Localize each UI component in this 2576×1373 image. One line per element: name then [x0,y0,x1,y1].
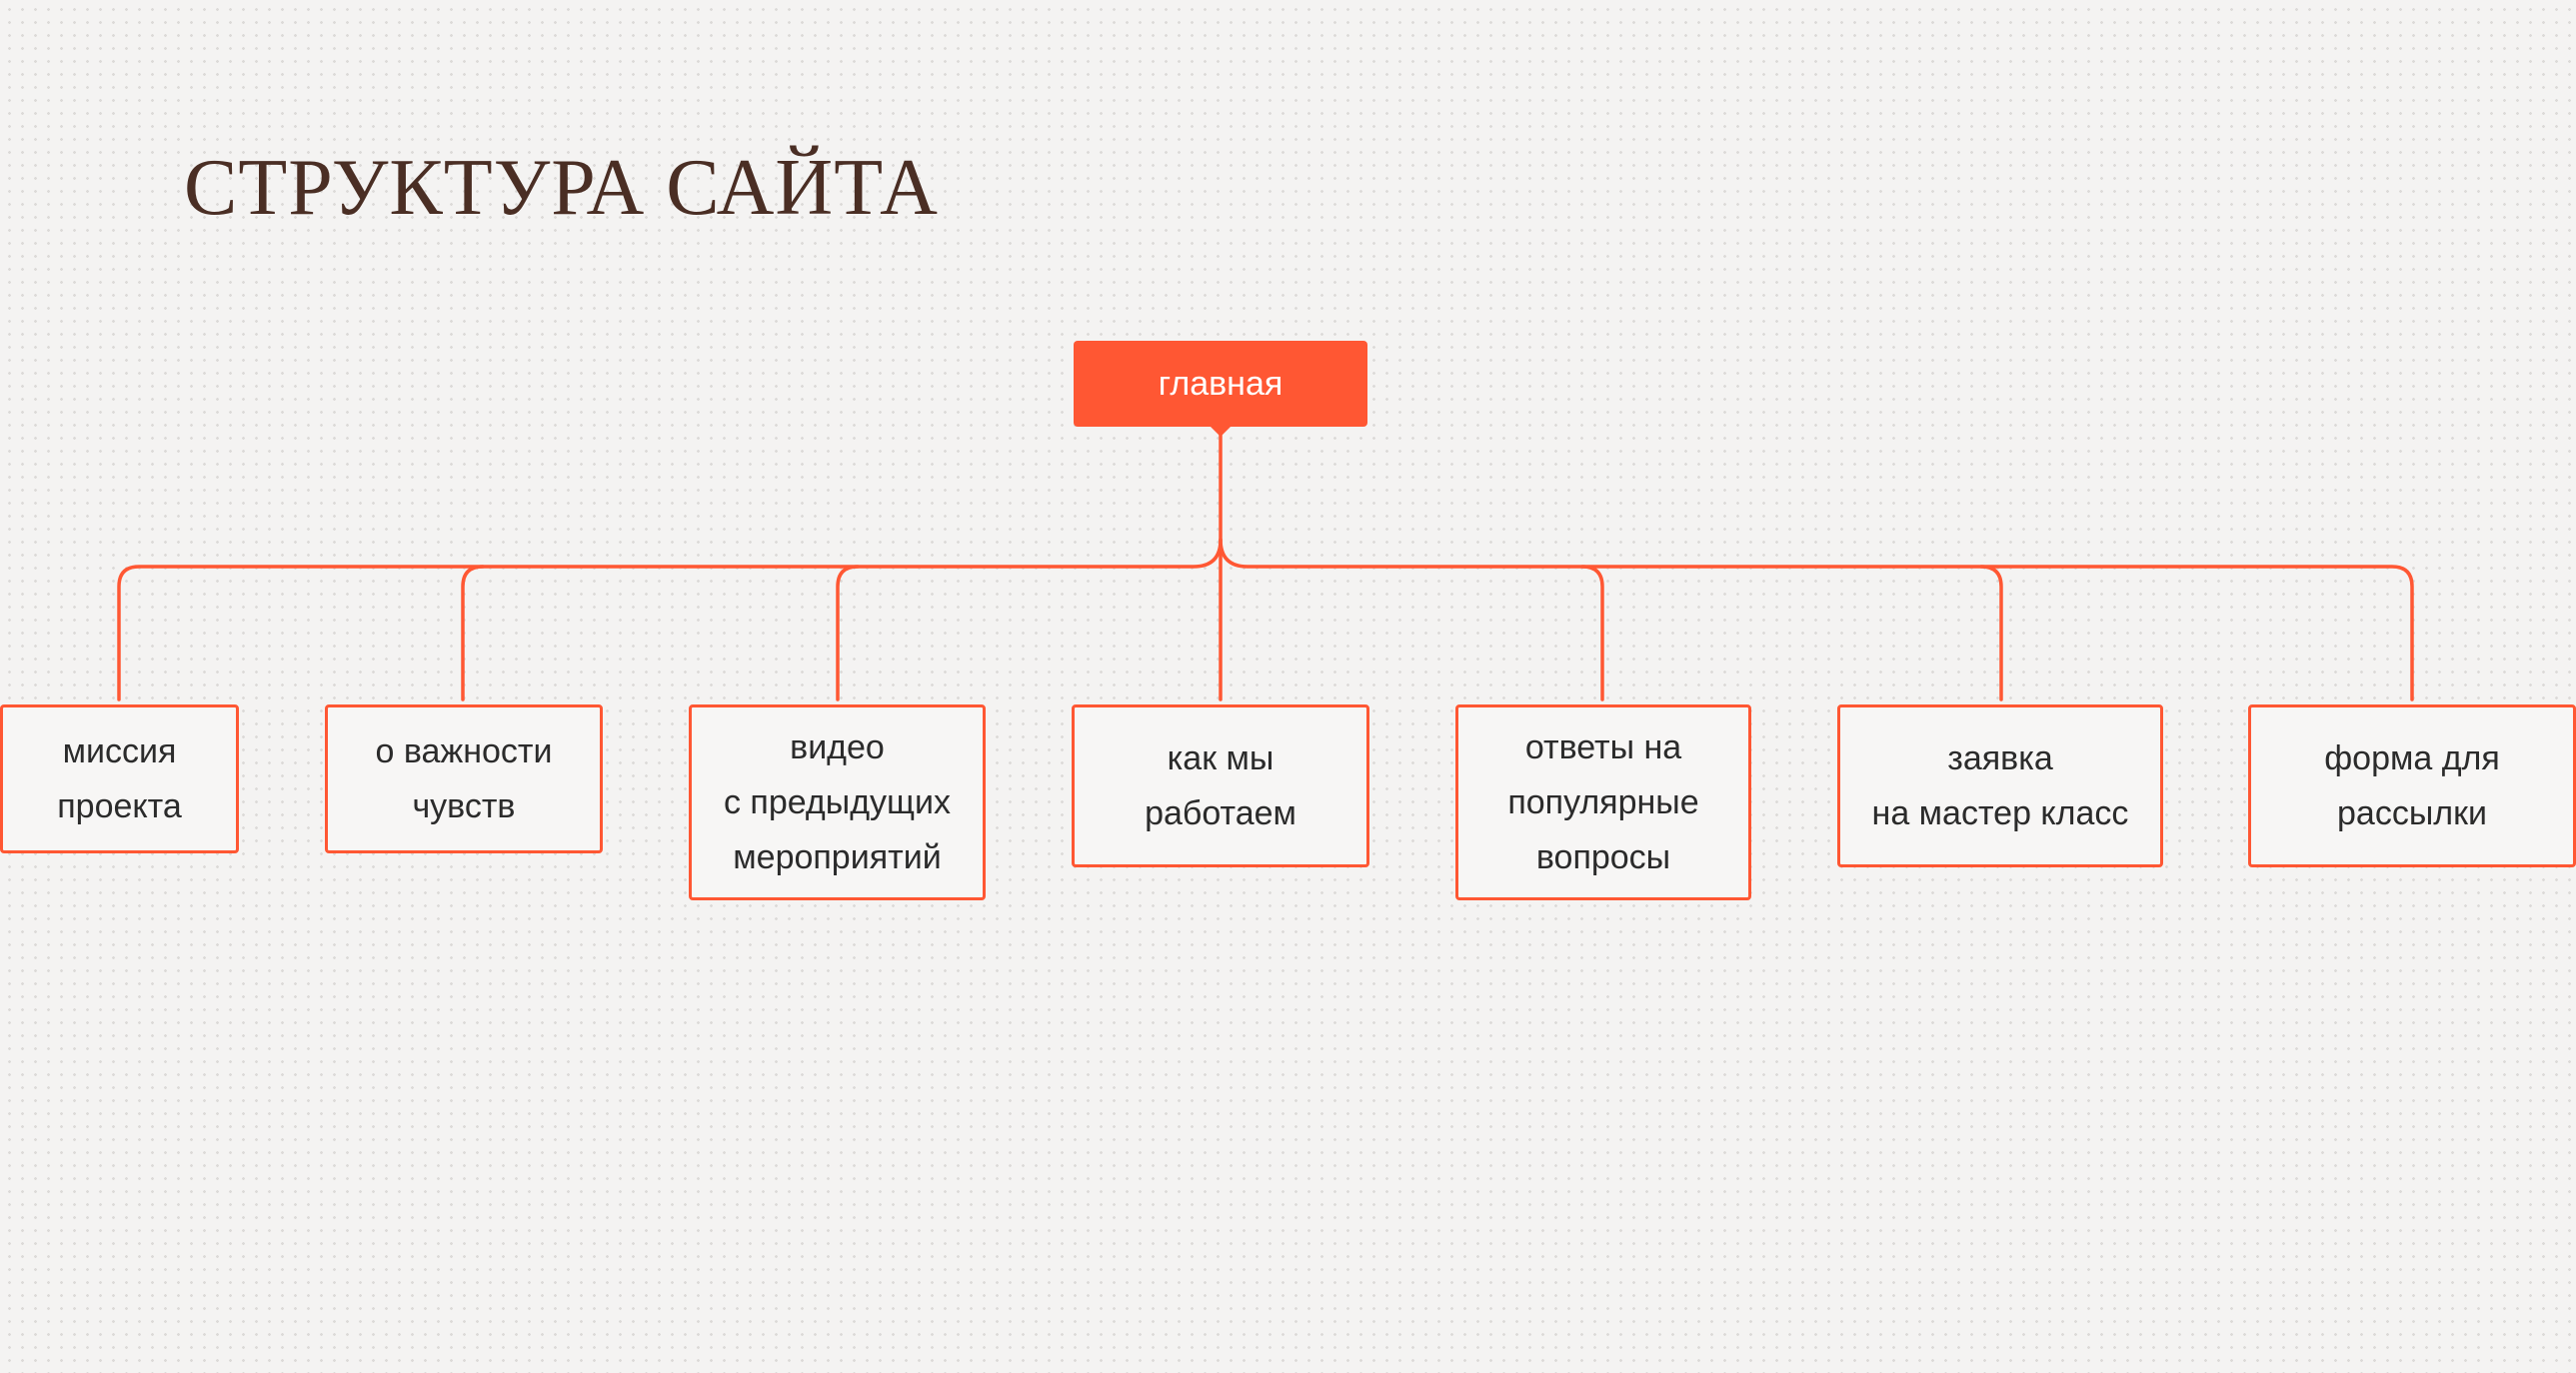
root-node-pointer [1210,426,1232,437]
connector-child-2 [461,565,485,701]
node-mission[interactable]: миссия проекта [0,704,239,853]
node-mission-label: миссия проекта [57,731,182,825]
node-faq-label: ответы на популярные вопросы [1507,727,1699,876]
node-masterclass-request-label: заявка на мастер класс [1871,738,2129,832]
connector-child-3 [836,565,860,701]
connector-child-1 [117,538,1223,701]
node-masterclass-request[interactable]: заявка на мастер класс [1837,704,2163,867]
node-importance-of-feelings[interactable]: о важности чувств [325,704,603,853]
connector-child-6 [1979,565,2003,701]
node-how-we-work[interactable]: как мы работаем [1072,704,1369,867]
connector-child-7 [1219,538,2414,701]
node-how-we-work-label: как мы работаем [1145,738,1296,832]
root-node-label: главная [1158,364,1284,403]
node-newsletter-form[interactable]: форма для рассылки [2248,704,2576,867]
node-past-events-video-label: видео с предыдущих мероприятий [723,727,951,876]
node-past-events-video[interactable]: видео с предыдущих мероприятий [689,704,986,900]
node-newsletter-form-label: форма для рассылки [2324,738,2500,832]
node-importance-of-feelings-label: о важности чувств [375,731,553,825]
node-faq[interactable]: ответы на популярные вопросы [1455,704,1751,900]
root-node-main[interactable]: главная [1074,341,1367,427]
connector-child-5 [1580,565,1604,701]
page-title: СТРУКТУРА САЙТА [184,144,939,232]
